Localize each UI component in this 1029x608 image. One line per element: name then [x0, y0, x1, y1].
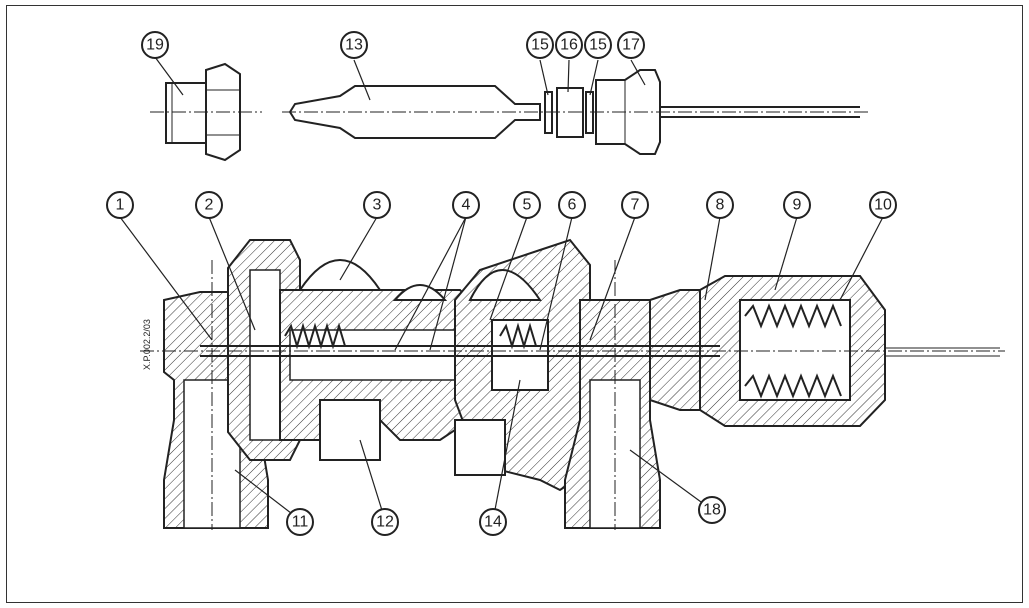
svg-text:7: 7 [631, 197, 640, 214]
callout-15a: 15 [526, 31, 554, 59]
callout-18: 18 [698, 496, 726, 524]
leader-lines [119, 56, 884, 521]
callout-4: 4 [452, 191, 480, 219]
svg-text:14: 14 [484, 514, 502, 531]
callout-13: 13 [340, 31, 368, 59]
svg-text:10: 10 [874, 197, 892, 214]
svg-text:12: 12 [376, 514, 394, 531]
drawing-code: X.P.002.2/03 [142, 319, 152, 370]
callout-2: 2 [195, 191, 223, 219]
callout-3: 3 [363, 191, 391, 219]
svg-text:19: 19 [146, 37, 164, 54]
drawing-frame [6, 5, 1023, 603]
callout-16: 16 [555, 31, 583, 59]
callout-11: 11 [286, 508, 314, 536]
svg-text:15: 15 [531, 37, 549, 54]
svg-text:17: 17 [622, 37, 640, 54]
callout-19: 19 [141, 31, 169, 59]
svg-text:5: 5 [523, 197, 532, 214]
callout-7: 7 [621, 191, 649, 219]
svg-text:1: 1 [116, 197, 125, 214]
springs [284, 303, 842, 399]
callout-6: 6 [558, 191, 586, 219]
svg-text:8: 8 [716, 197, 725, 214]
callout-9: 9 [783, 191, 811, 219]
svg-text:3: 3 [373, 197, 382, 214]
callout-5: 5 [513, 191, 541, 219]
valve-body [163, 238, 886, 529]
callout-8: 8 [706, 191, 734, 219]
svg-text:18: 18 [703, 502, 721, 519]
svg-text:4: 4 [462, 197, 471, 214]
callout-15b: 15 [584, 31, 612, 59]
svg-text:11: 11 [292, 514, 309, 531]
svg-text:6: 6 [568, 197, 577, 214]
svg-text:2: 2 [205, 197, 214, 214]
spindle [200, 345, 720, 357]
svg-text:13: 13 [345, 37, 363, 54]
svg-text:15: 15 [589, 37, 607, 54]
callout-1: 1 [106, 191, 134, 219]
callout-17: 17 [617, 31, 645, 59]
svg-text:16: 16 [560, 37, 578, 54]
svg-text:9: 9 [793, 197, 802, 214]
callout-14: 14 [479, 508, 507, 536]
callout-10: 10 [869, 191, 897, 219]
callout-12: 12 [371, 508, 399, 536]
